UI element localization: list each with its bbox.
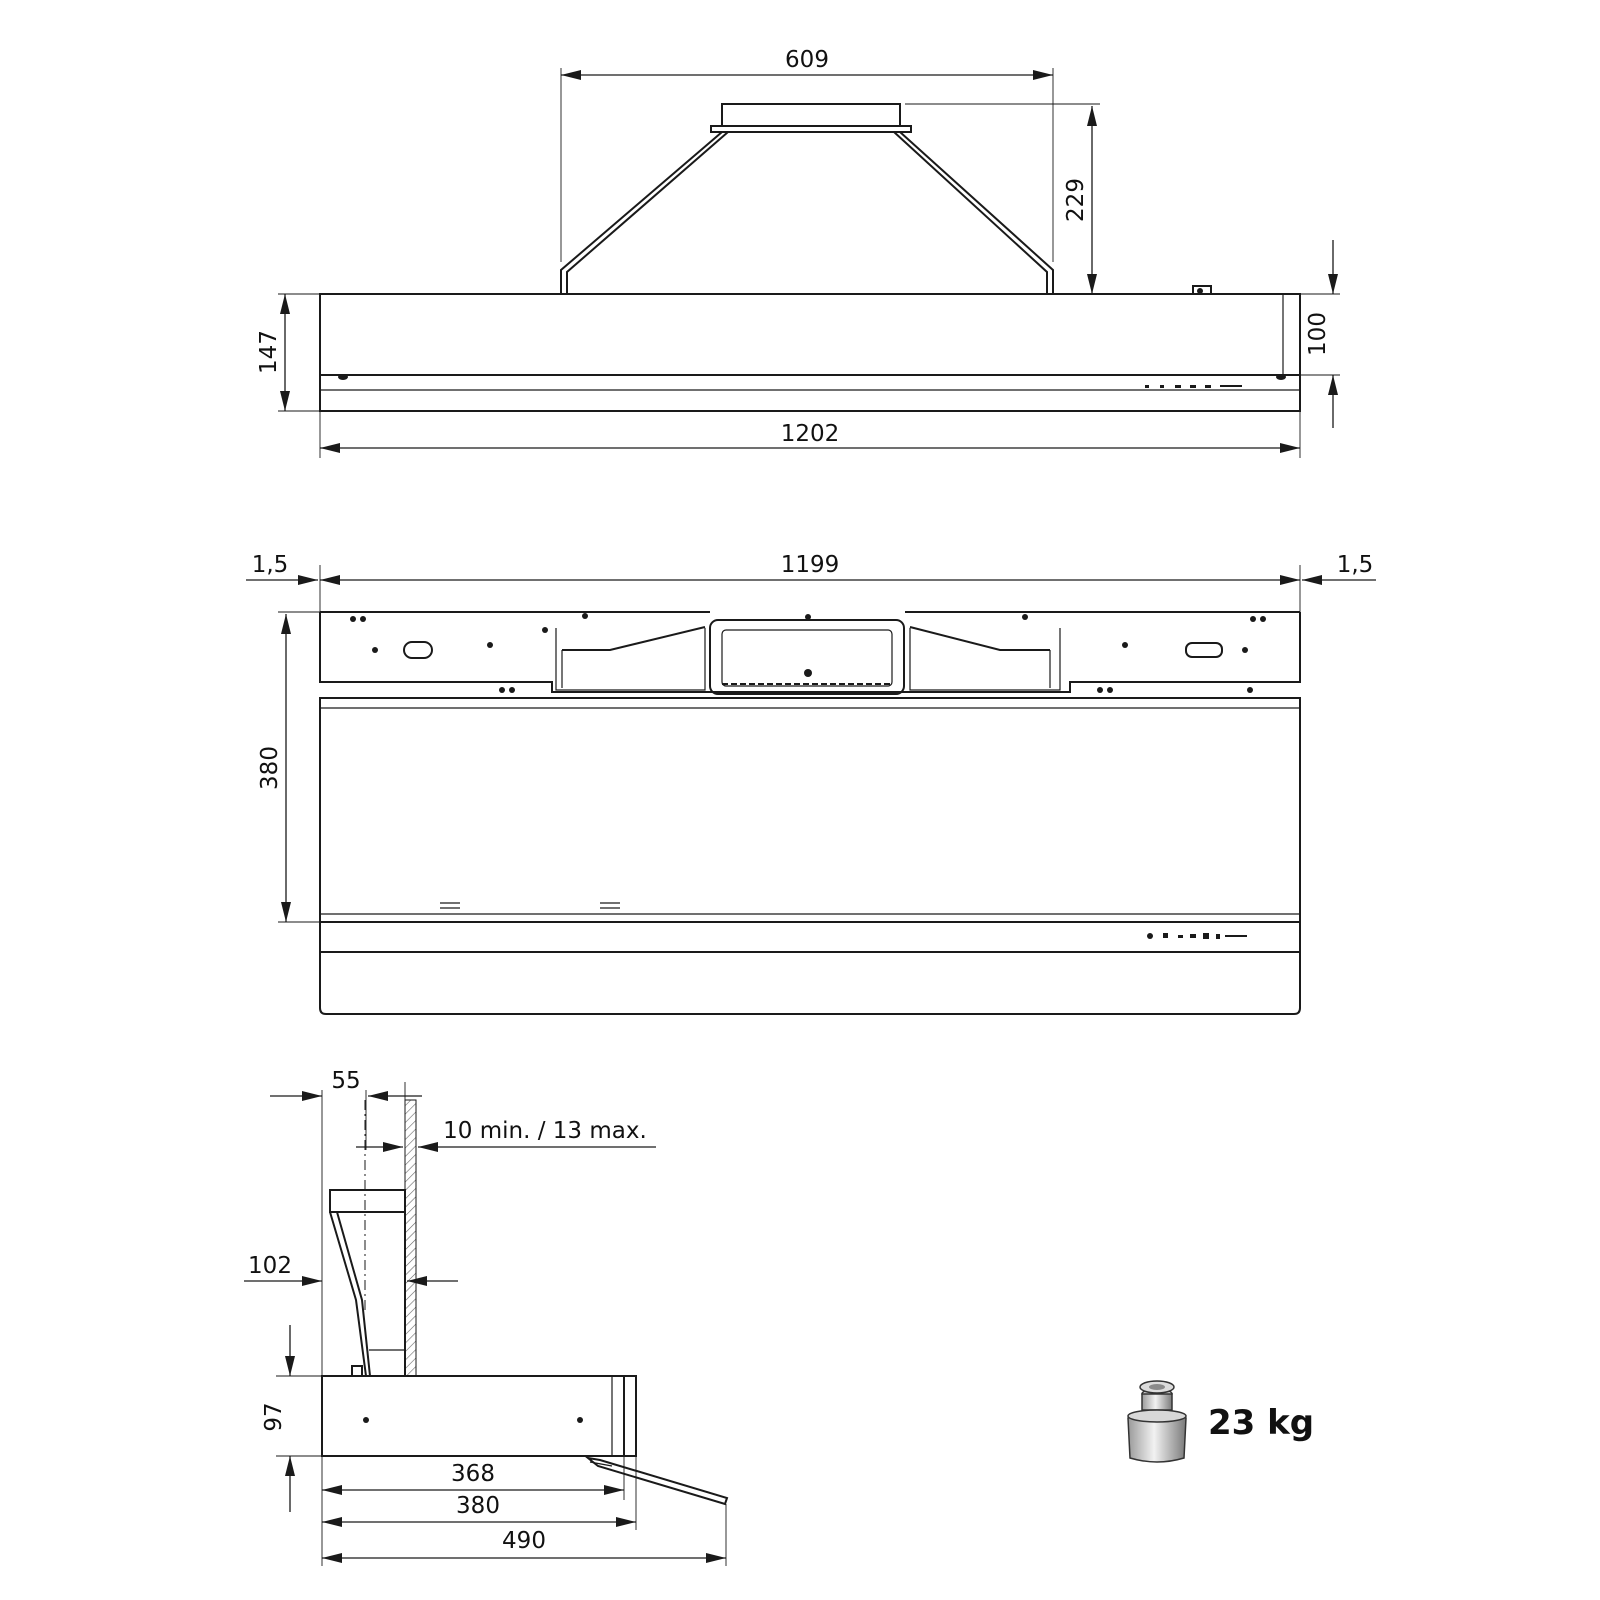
dim-label-100: 100 [1305, 312, 1331, 356]
bottom-main-panel [319, 697, 1301, 1015]
bottom-view: 1199 1,5 1,5 380 [246, 552, 1376, 1015]
dim-label-55: 55 [331, 1068, 360, 1094]
dim-label-380-side: 380 [456, 1493, 500, 1519]
dim-label-102: 102 [248, 1253, 292, 1279]
dim-label-right-gap: 1,5 [1337, 552, 1374, 578]
dim-label-left-gap: 1,5 [252, 552, 289, 578]
weight-icon [1127, 1380, 1187, 1463]
weight-block: 23 kg [1127, 1380, 1314, 1463]
dim-label-490: 490 [502, 1528, 546, 1554]
dim-label-1199: 1199 [781, 552, 840, 578]
dim-label-wall-gap: 10 min. / 13 max. [443, 1118, 647, 1144]
dim-label-97: 97 [261, 1402, 287, 1431]
bottom-top-plate [319, 611, 1301, 695]
front-view: 609 229 147 100 1202 [256, 47, 1340, 458]
dim-label-368: 368 [451, 1461, 495, 1487]
wall-section [404, 1099, 417, 1377]
dim-label-609: 609 [785, 47, 829, 73]
front-intake [560, 103, 1054, 294]
weight-label: 23 kg [1208, 1403, 1314, 1443]
front-control-buttons [1145, 385, 1242, 388]
dim-label-147: 147 [256, 330, 282, 374]
dim-label-1202: 1202 [781, 421, 840, 447]
side-view: 55 10 min. / 13 max. 102 97 368 380 490 [244, 1068, 729, 1566]
dim-label-380-depth: 380 [257, 746, 283, 790]
dim-label-229: 229 [1063, 178, 1089, 222]
bottom-control-buttons [1147, 933, 1247, 939]
front-body [319, 285, 1301, 412]
